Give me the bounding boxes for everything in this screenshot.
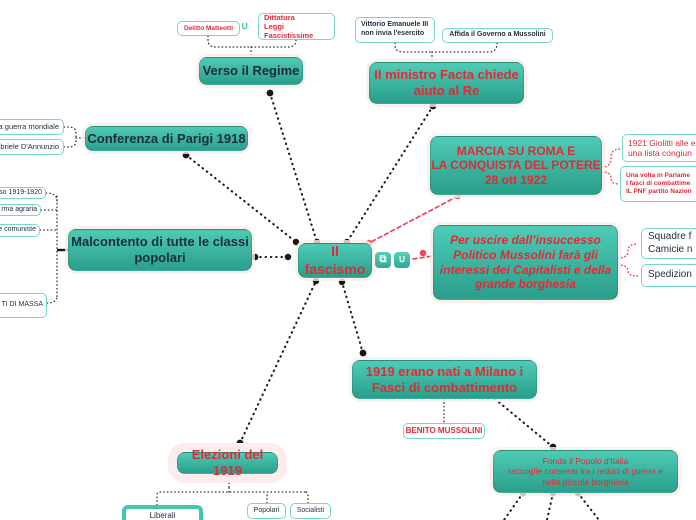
node-giolitti-lista[interactable]: 1921 Giolitti alle e una lista congiun: [622, 134, 696, 162]
node-socialisti[interactable]: Socialisti: [290, 503, 331, 519]
edge-fasci1919-fonda: [493, 397, 555, 449]
hyperlink-icon[interactable]: ∪: [394, 252, 410, 268]
bracket-malcontento-children: [39, 192, 58, 304]
node-dittatura-leggi-fascistissime[interactable]: Dittatura Leggi Fascistissime: [258, 13, 335, 40]
edge-fascismo-marcia: [368, 195, 459, 244]
edges-fonda-children: [502, 491, 601, 520]
node-biennio-rosso[interactable]: so 1919-1920: [0, 187, 46, 199]
node-affida-governo-mussolini[interactable]: Affida il Governo a Mussolini: [442, 28, 553, 43]
hyperlink-icon[interactable]: ∪: [241, 21, 249, 32]
node-marcia-su-roma[interactable]: MARCIA SU ROMA E LA CONQUISTA DEL POTERE…: [430, 136, 602, 195]
node-benito-mussolini[interactable]: BENITO MUSSOLINI: [403, 423, 485, 439]
node-fasci-combattimento[interactable]: 1919 erano nati a Milano i Fasci di comb…: [352, 360, 537, 399]
bracket-verso-children: [207, 35, 297, 58]
node-pnf-partito[interactable]: Una volta in Parlame I fasci di combatti…: [620, 166, 696, 202]
node-guerra-mondiale[interactable]: a guerra mondiale: [0, 119, 64, 135]
node-partiti-di-massa[interactable]: TI DI MASSA: [0, 293, 47, 318]
edge-fascismo-verso: [268, 91, 319, 244]
node-delitto-matteotti[interactable]: Delitto Matteotti: [177, 21, 240, 36]
edge-fascismo-conferenza: [184, 153, 298, 244]
node-per-uscire-insuccesso[interactable]: Per uscire dall’insuccesso Politico Muss…: [433, 225, 618, 300]
node-vittorio-emanuele[interactable]: Vittorio Emanuele III non invia l'eserci…: [355, 17, 435, 43]
preview-icon[interactable]: ⧉: [375, 252, 391, 268]
node-liberali[interactable]: Liberali: [122, 505, 203, 520]
bracket-marcia-children: [601, 148, 621, 185]
edge-fascismo-elezioni: [238, 279, 318, 445]
bracket-conferenza-children: [63, 126, 86, 148]
bracket-elezioni-children: [156, 482, 309, 506]
edge-fascismo-peruscire: [412, 255, 434, 260]
node-dannunzio[interactable]: abriele D'Annunzio: [0, 139, 64, 155]
edge-fascismo-facta: [345, 104, 435, 244]
node-fonda-popolo-italia[interactable]: Fonda il Popolo d'Italia raccoglie conse…: [493, 450, 678, 493]
node-conferenza-parigi[interactable]: Conferenza di Parigi 1918: [85, 126, 248, 151]
node-elezioni-1919[interactable]: Elezioni del 1919: [177, 447, 278, 478]
node-malcontento-classi[interactable]: Malcontento di tutte le classi popolari: [68, 229, 252, 271]
edge-fascismo-fasci1919: [340, 280, 365, 355]
node-riforma-agraria[interactable]: rma agraria: [0, 204, 41, 216]
node-popolari[interactable]: Popolari: [247, 503, 286, 519]
bracket-peruscire-children: [617, 243, 639, 277]
node-ministro-facta[interactable]: Il ministro Facta chiede aiuto al Re: [369, 62, 524, 104]
node-spedizioni[interactable]: Spedizion: [641, 264, 696, 287]
node-comuniste[interactable]: e comuniste: [0, 224, 40, 237]
node-squadre-fasciste[interactable]: Squadre f Camicie n: [641, 228, 696, 259]
bracket-facta-children: [394, 42, 498, 63]
node-verso-il-regime[interactable]: Verso il Regime: [199, 57, 303, 85]
node-il-fascismo[interactable]: Il fascismo: [298, 243, 372, 278]
